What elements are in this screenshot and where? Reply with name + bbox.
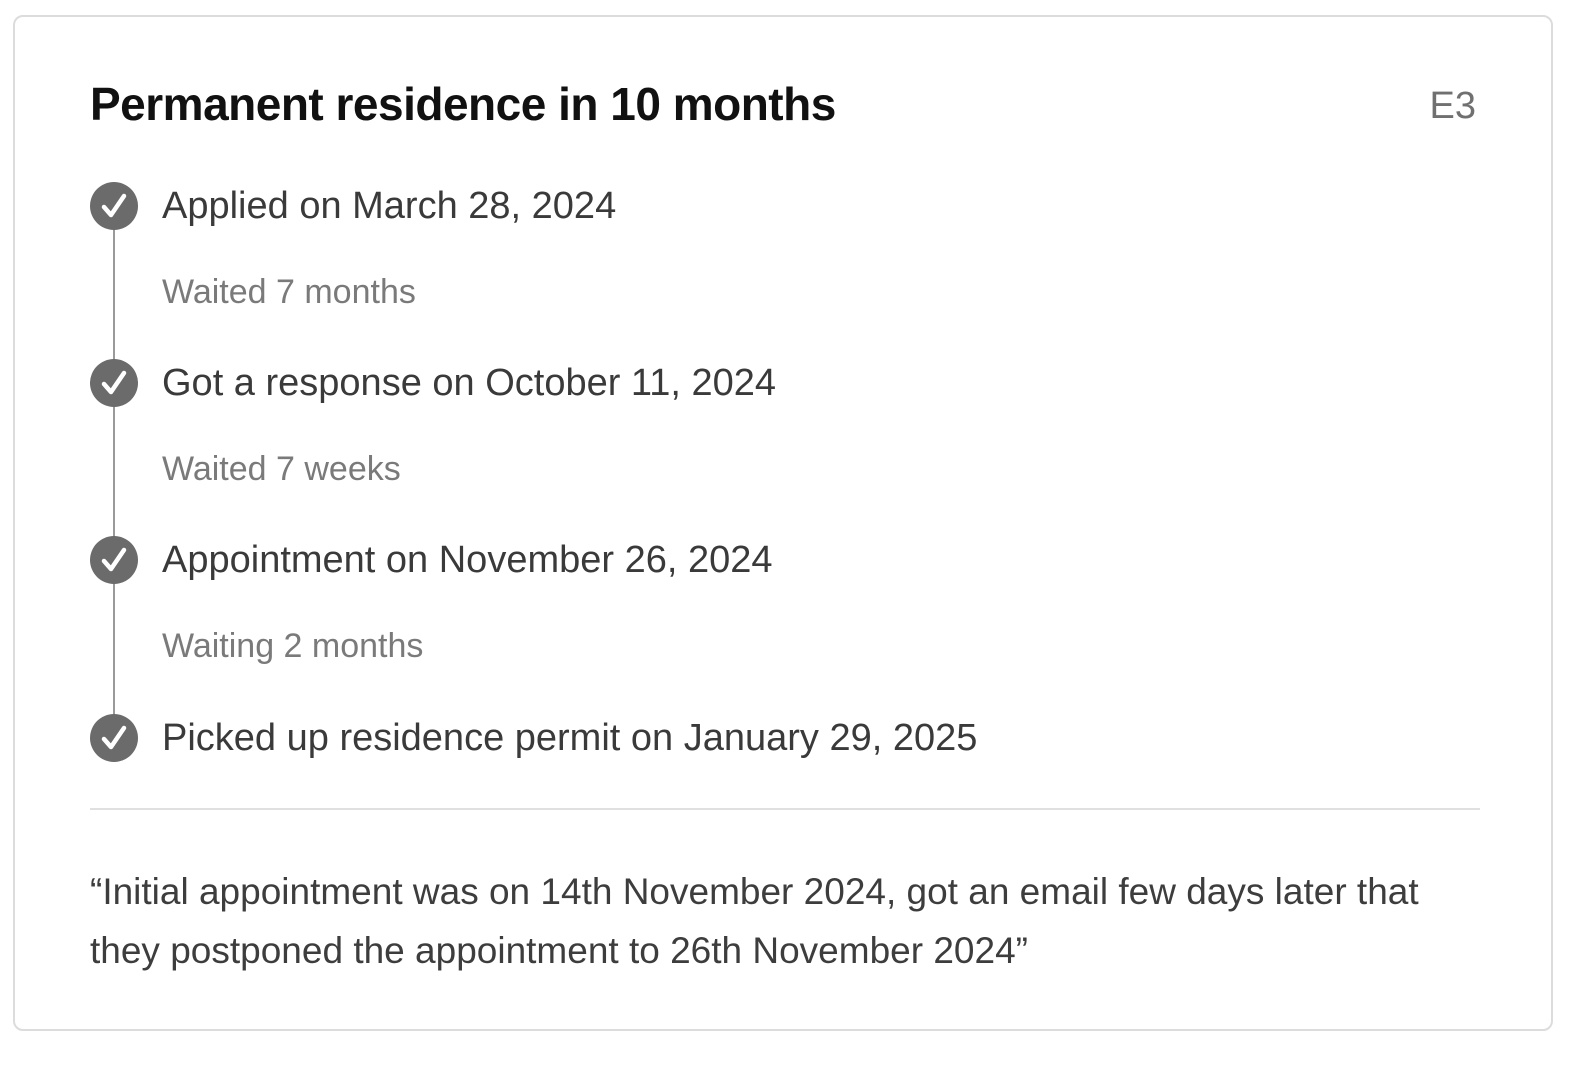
timeline-step-label: Appointment on November 26, 2024 <box>162 538 773 581</box>
testimonial-quote: “Initial appointment was on 14th Novembe… <box>90 871 1419 971</box>
timeline-wait-label: Waited 7 weeks <box>162 450 401 488</box>
check-circle-icon <box>90 359 138 407</box>
check-circle-icon <box>90 536 138 584</box>
timeline-step-applied: Applied on March 28, 2024 <box>90 181 616 231</box>
timeline-step-label: Applied on March 28, 2024 <box>162 184 617 227</box>
check-circle-icon <box>90 714 138 762</box>
timeline-step-label: Picked up residence permit on January 29… <box>162 716 978 759</box>
card-code: E3 <box>1429 85 1476 127</box>
timeline-step-response: Got a response on October 11, 2024 <box>90 358 776 408</box>
timeline-step-picked-up: Picked up residence permit on January 29… <box>90 713 977 763</box>
timeline-step-label: Got a response on October 11, 2024 <box>162 361 777 404</box>
timeline-step-appointment: Appointment on November 26, 2024 <box>90 535 773 585</box>
card-title: Permanent residence in 10 months <box>90 78 836 130</box>
divider <box>90 808 1480 810</box>
timeline-wait-label: Waiting 2 months <box>162 627 424 665</box>
timeline-wait-label: Waited 7 months <box>162 273 416 311</box>
residence-card: Permanent residence in 10 months E3 Appl… <box>13 15 1553 1031</box>
timeline-line <box>113 217 115 747</box>
check-circle-icon <box>90 182 138 230</box>
